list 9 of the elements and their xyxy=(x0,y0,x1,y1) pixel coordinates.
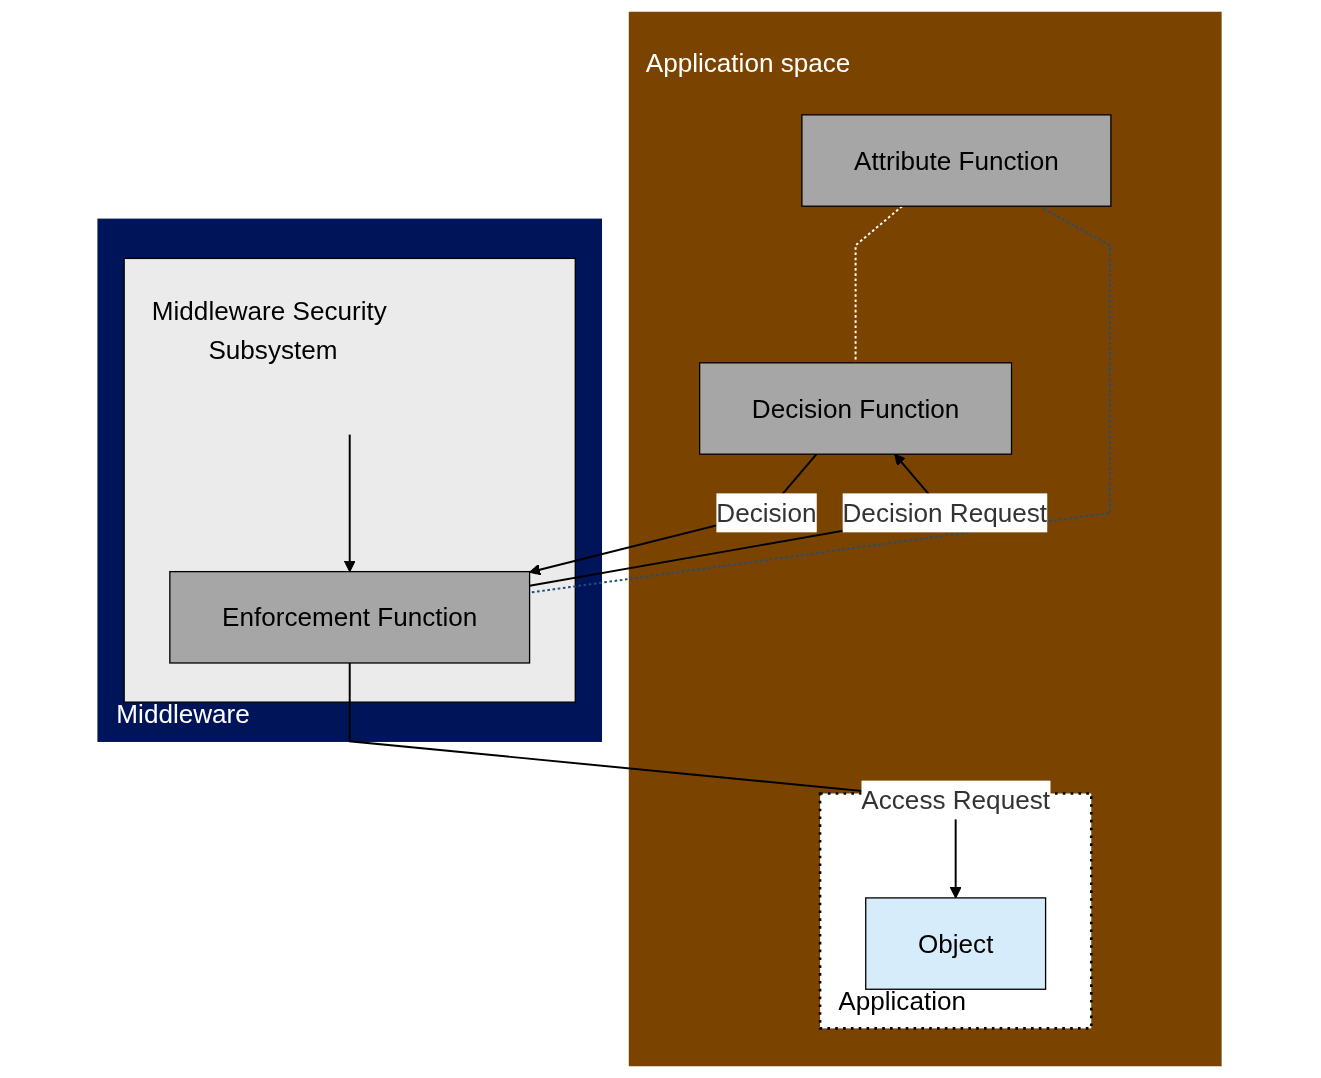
node-box: Object xyxy=(865,897,1047,990)
connector xyxy=(528,205,1111,594)
arrow xyxy=(529,453,818,576)
edge-label: Decision Request xyxy=(842,498,1048,528)
node-box: Enforcement Function xyxy=(169,570,531,664)
arrow xyxy=(344,433,356,573)
node-box: Attribute Function xyxy=(801,114,1112,207)
node-box: Decision Function xyxy=(699,362,1013,455)
edge-label: Decision xyxy=(716,498,817,528)
